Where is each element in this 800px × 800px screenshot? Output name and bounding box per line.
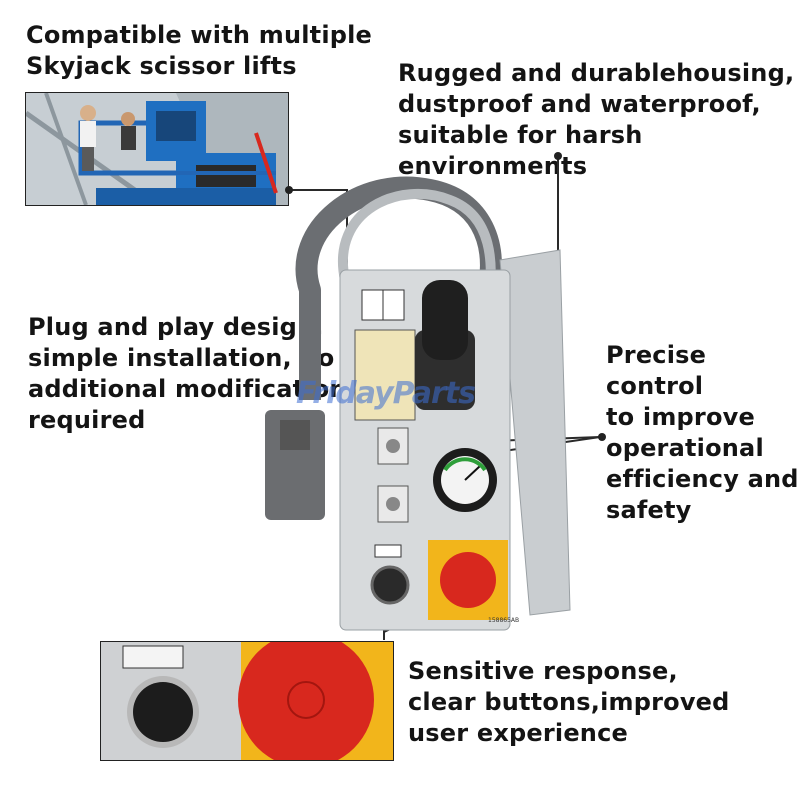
watermark-brand: FridayParts [296,376,476,411]
leader-rugged-v [557,156,559,288]
toggle-switch-2 [377,485,409,523]
side-bracket [499,249,571,616]
caption-sensitive-response: Sensitive response, clear buttons,improv… [408,657,730,747]
leader-compatible-h [287,189,347,191]
part-number: 158865AB [488,617,519,624]
scissor-lift-photo [25,92,289,206]
emergency-stop-button [440,552,496,608]
handle-bar [338,188,496,322]
caption-rugged: Rugged and durablehousing, dustproof and… [398,59,795,180]
horn-button [370,565,410,605]
leader-rugged-dot [554,152,562,160]
buttons-closeup [100,641,394,761]
emergency-stop-closeup [238,642,374,760]
leader-compatible-dot [285,186,293,194]
caption-precise-control: Precise control to improve operational e… [606,341,799,524]
caption-compatible: Compatible with multiple Skyjack scissor… [26,21,373,80]
joystick-handle [422,280,468,360]
control-box-illustration: 158865AB [265,176,571,631]
